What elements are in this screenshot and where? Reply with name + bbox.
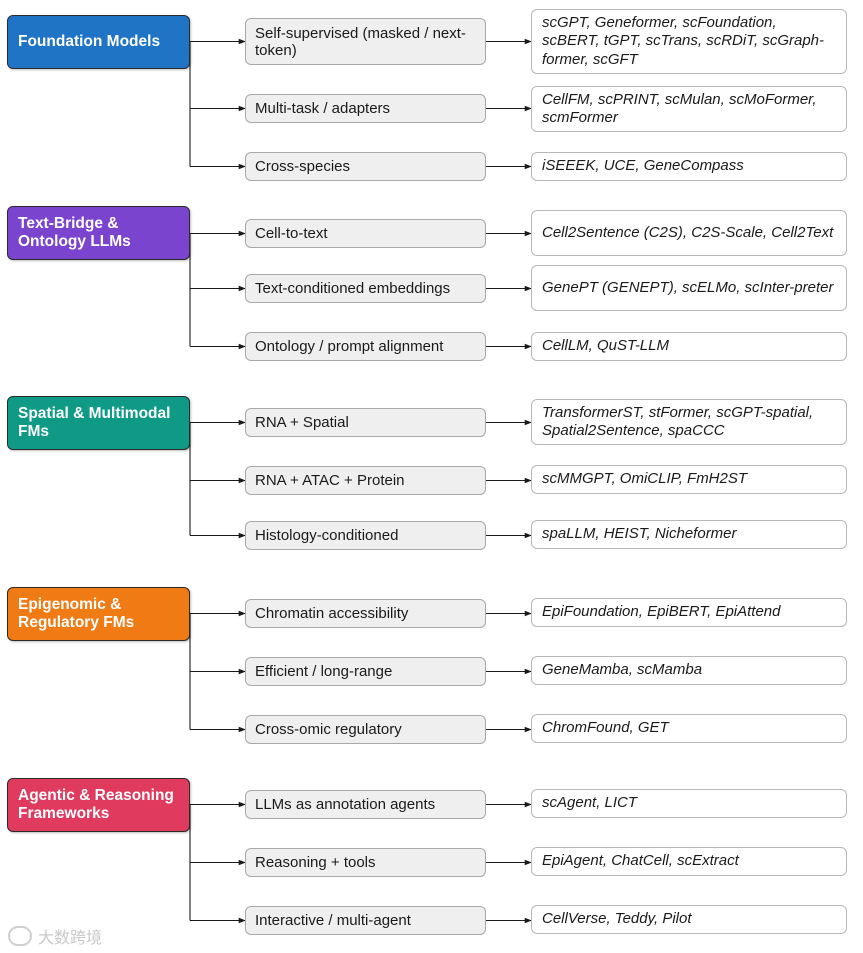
category-foundation-models: Foundation Models: [7, 15, 190, 69]
examples-efficient-long-range: GeneMamba, scMamba: [531, 656, 847, 685]
subcategory-label: Reasoning + tools: [255, 854, 376, 871]
examples-self-supervised: scGPT, Geneformer, scFoundation, scBERT,…: [531, 9, 847, 74]
category-label: Spatial & Multimodal FMs: [18, 405, 171, 440]
subcategory-cross-omic-regulatory: Cross-omic regulatory: [245, 715, 486, 744]
examples-text: spaLLM, HEIST, Nicheformer: [542, 525, 737, 543]
subcategory-cross-species: Cross-species: [245, 152, 486, 181]
subcategory-label: LLMs as annotation agents: [255, 796, 436, 813]
subcategory-multi-task-adapters: Multi-task / adapters: [245, 94, 486, 123]
category-epigenomic-regulatory-fms: Epigenomic & Regulatory FMs: [7, 587, 190, 641]
subcategory-rna-spatial: RNA + Spatial: [245, 408, 486, 437]
subcategory-histology-conditioned: Histology-conditioned: [245, 521, 486, 550]
subcategory-label: Ontology / prompt alignment: [255, 338, 444, 355]
subcategory-label: Histology-conditioned: [255, 527, 399, 544]
examples-text: scGPT, Geneformer, scFoundation, scBERT,…: [542, 13, 825, 68]
subcategory-label: Multi-task / adapters: [255, 100, 391, 117]
examples-text: scAgent, LICT: [542, 794, 638, 812]
examples-text: TransformerST, stFormer, scGPT-spatial, …: [542, 403, 814, 440]
examples-text: GenePT (GENEPT), scELMo, scInter-preter: [542, 278, 834, 296]
watermark-text: 大数跨境: [38, 930, 103, 947]
subcategory-label: Interactive / multi-agent: [255, 912, 411, 929]
subcategory-label: RNA + Spatial: [255, 414, 349, 431]
category-label: Text-Bridge & Ontology LLMs: [18, 215, 131, 250]
category-label: Epigenomic & Regulatory FMs: [18, 596, 135, 631]
category-text-bridge-ontology-llms: Text-Bridge & Ontology LLMs: [7, 206, 190, 260]
examples-text: EpiFoundation, EpiBERT, EpiAttend: [542, 603, 781, 621]
examples-text: CellFM, scPRINT, scMulan, scMoFormer, sc…: [542, 90, 817, 127]
examples-text: scMMGPT, OmiCLIP, FmH2ST: [542, 470, 748, 488]
examples-multi-task-adapters: CellFM, scPRINT, scMulan, scMoFormer, sc…: [531, 86, 847, 132]
watermark-logo-icon: [8, 926, 32, 946]
subcategory-self-supervised: Self-supervised (masked / next-token): [245, 18, 486, 65]
examples-text: GeneMamba, scMamba: [542, 661, 703, 679]
examples-chromatin-accessibility: EpiFoundation, EpiBERT, EpiAttend: [531, 598, 847, 627]
subcategory-ontology-prompt-alignment: Ontology / prompt alignment: [245, 332, 486, 361]
examples-text: ChromFound, GET: [542, 719, 669, 737]
subcategory-label: Efficient / long-range: [255, 663, 393, 680]
subcategory-chromatin-accessibility: Chromatin accessibility: [245, 599, 486, 628]
category-label: Agentic & Reasoning Frameworks: [18, 787, 174, 822]
examples-llms-as-annotation-agents: scAgent, LICT: [531, 789, 847, 818]
subcategory-label: RNA + ATAC + Protein: [255, 472, 405, 489]
examples-text: EpiAgent, ChatCell, scExtract: [542, 852, 739, 870]
subcategory-efficient-long-range: Efficient / long-range: [245, 657, 486, 686]
examples-histology-conditioned: spaLLM, HEIST, Nicheformer: [531, 520, 847, 549]
examples-ontology-prompt-alignment: CellLM, QuST-LLM: [531, 332, 847, 361]
subcategory-label: Text-conditioned embeddings: [255, 280, 451, 297]
subcategory-rna-atac-protein: RNA + ATAC + Protein: [245, 466, 486, 495]
category-agentic-reasoning-frameworks: Agentic & Reasoning Frameworks: [7, 778, 190, 832]
subcategory-label: Cross-species: [255, 158, 351, 175]
examples-text: iSEEEK, UCE, GeneCompass: [542, 157, 744, 175]
subcategory-reasoning-tools: Reasoning + tools: [245, 848, 486, 877]
watermark: 大数跨境: [8, 924, 102, 948]
examples-text: CellVerse, Teddy, Pilot: [542, 910, 692, 928]
examples-interactive-multi-agent: CellVerse, Teddy, Pilot: [531, 905, 847, 934]
subcategory-label: Cell-to-text: [255, 225, 328, 242]
examples-cell-to-text: Cell2Sentence (C2S), C2S-Scale, Cell2Tex…: [531, 210, 847, 256]
subcategory-cell-to-text: Cell-to-text: [245, 219, 486, 248]
examples-text: CellLM, QuST-LLM: [542, 337, 669, 355]
subcategory-label: Chromatin accessibility: [255, 605, 409, 622]
subcategory-label: Self-supervised (masked / next-token): [255, 24, 466, 59]
examples-cross-omic-regulatory: ChromFound, GET: [531, 714, 847, 743]
subcategory-interactive-multi-agent: Interactive / multi-agent: [245, 906, 486, 935]
examples-text: Cell2Sentence (C2S), C2S-Scale, Cell2Tex…: [542, 223, 834, 241]
category-label: Foundation Models: [18, 33, 161, 50]
category-spatial-multimodal-fms: Spatial & Multimodal FMs: [7, 396, 190, 450]
subcategory-label: Cross-omic regulatory: [255, 721, 402, 738]
subcategory-text-conditioned-embeddings: Text-conditioned embeddings: [245, 274, 486, 303]
examples-text-conditioned-embeddings: GenePT (GENEPT), scELMo, scInter-preter: [531, 265, 847, 311]
examples-rna-spatial: TransformerST, stFormer, scGPT-spatial, …: [531, 399, 847, 445]
examples-rna-atac-protein: scMMGPT, OmiCLIP, FmH2ST: [531, 465, 847, 494]
subcategory-llms-as-annotation-agents: LLMs as annotation agents: [245, 790, 486, 819]
examples-cross-species: iSEEEK, UCE, GeneCompass: [531, 152, 847, 181]
examples-reasoning-tools: EpiAgent, ChatCell, scExtract: [531, 847, 847, 876]
